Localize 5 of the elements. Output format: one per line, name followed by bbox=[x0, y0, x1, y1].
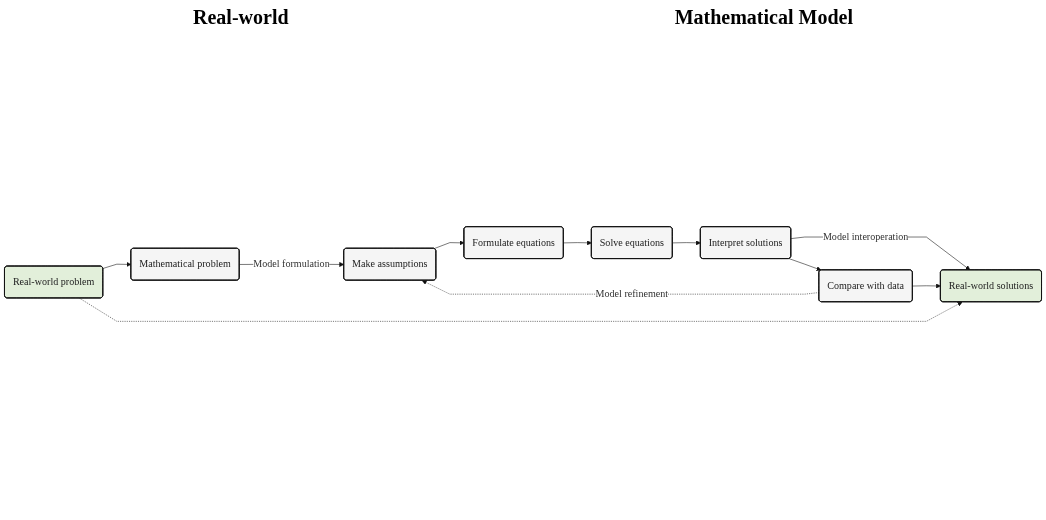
edge-label: Model refinement bbox=[595, 288, 669, 300]
column-heading: Real-world bbox=[193, 5, 289, 29]
edge-label: Model formulation bbox=[253, 258, 330, 270]
edge-label: Model interoperation bbox=[822, 231, 909, 243]
column-heading: Mathematical Model bbox=[674, 5, 853, 29]
